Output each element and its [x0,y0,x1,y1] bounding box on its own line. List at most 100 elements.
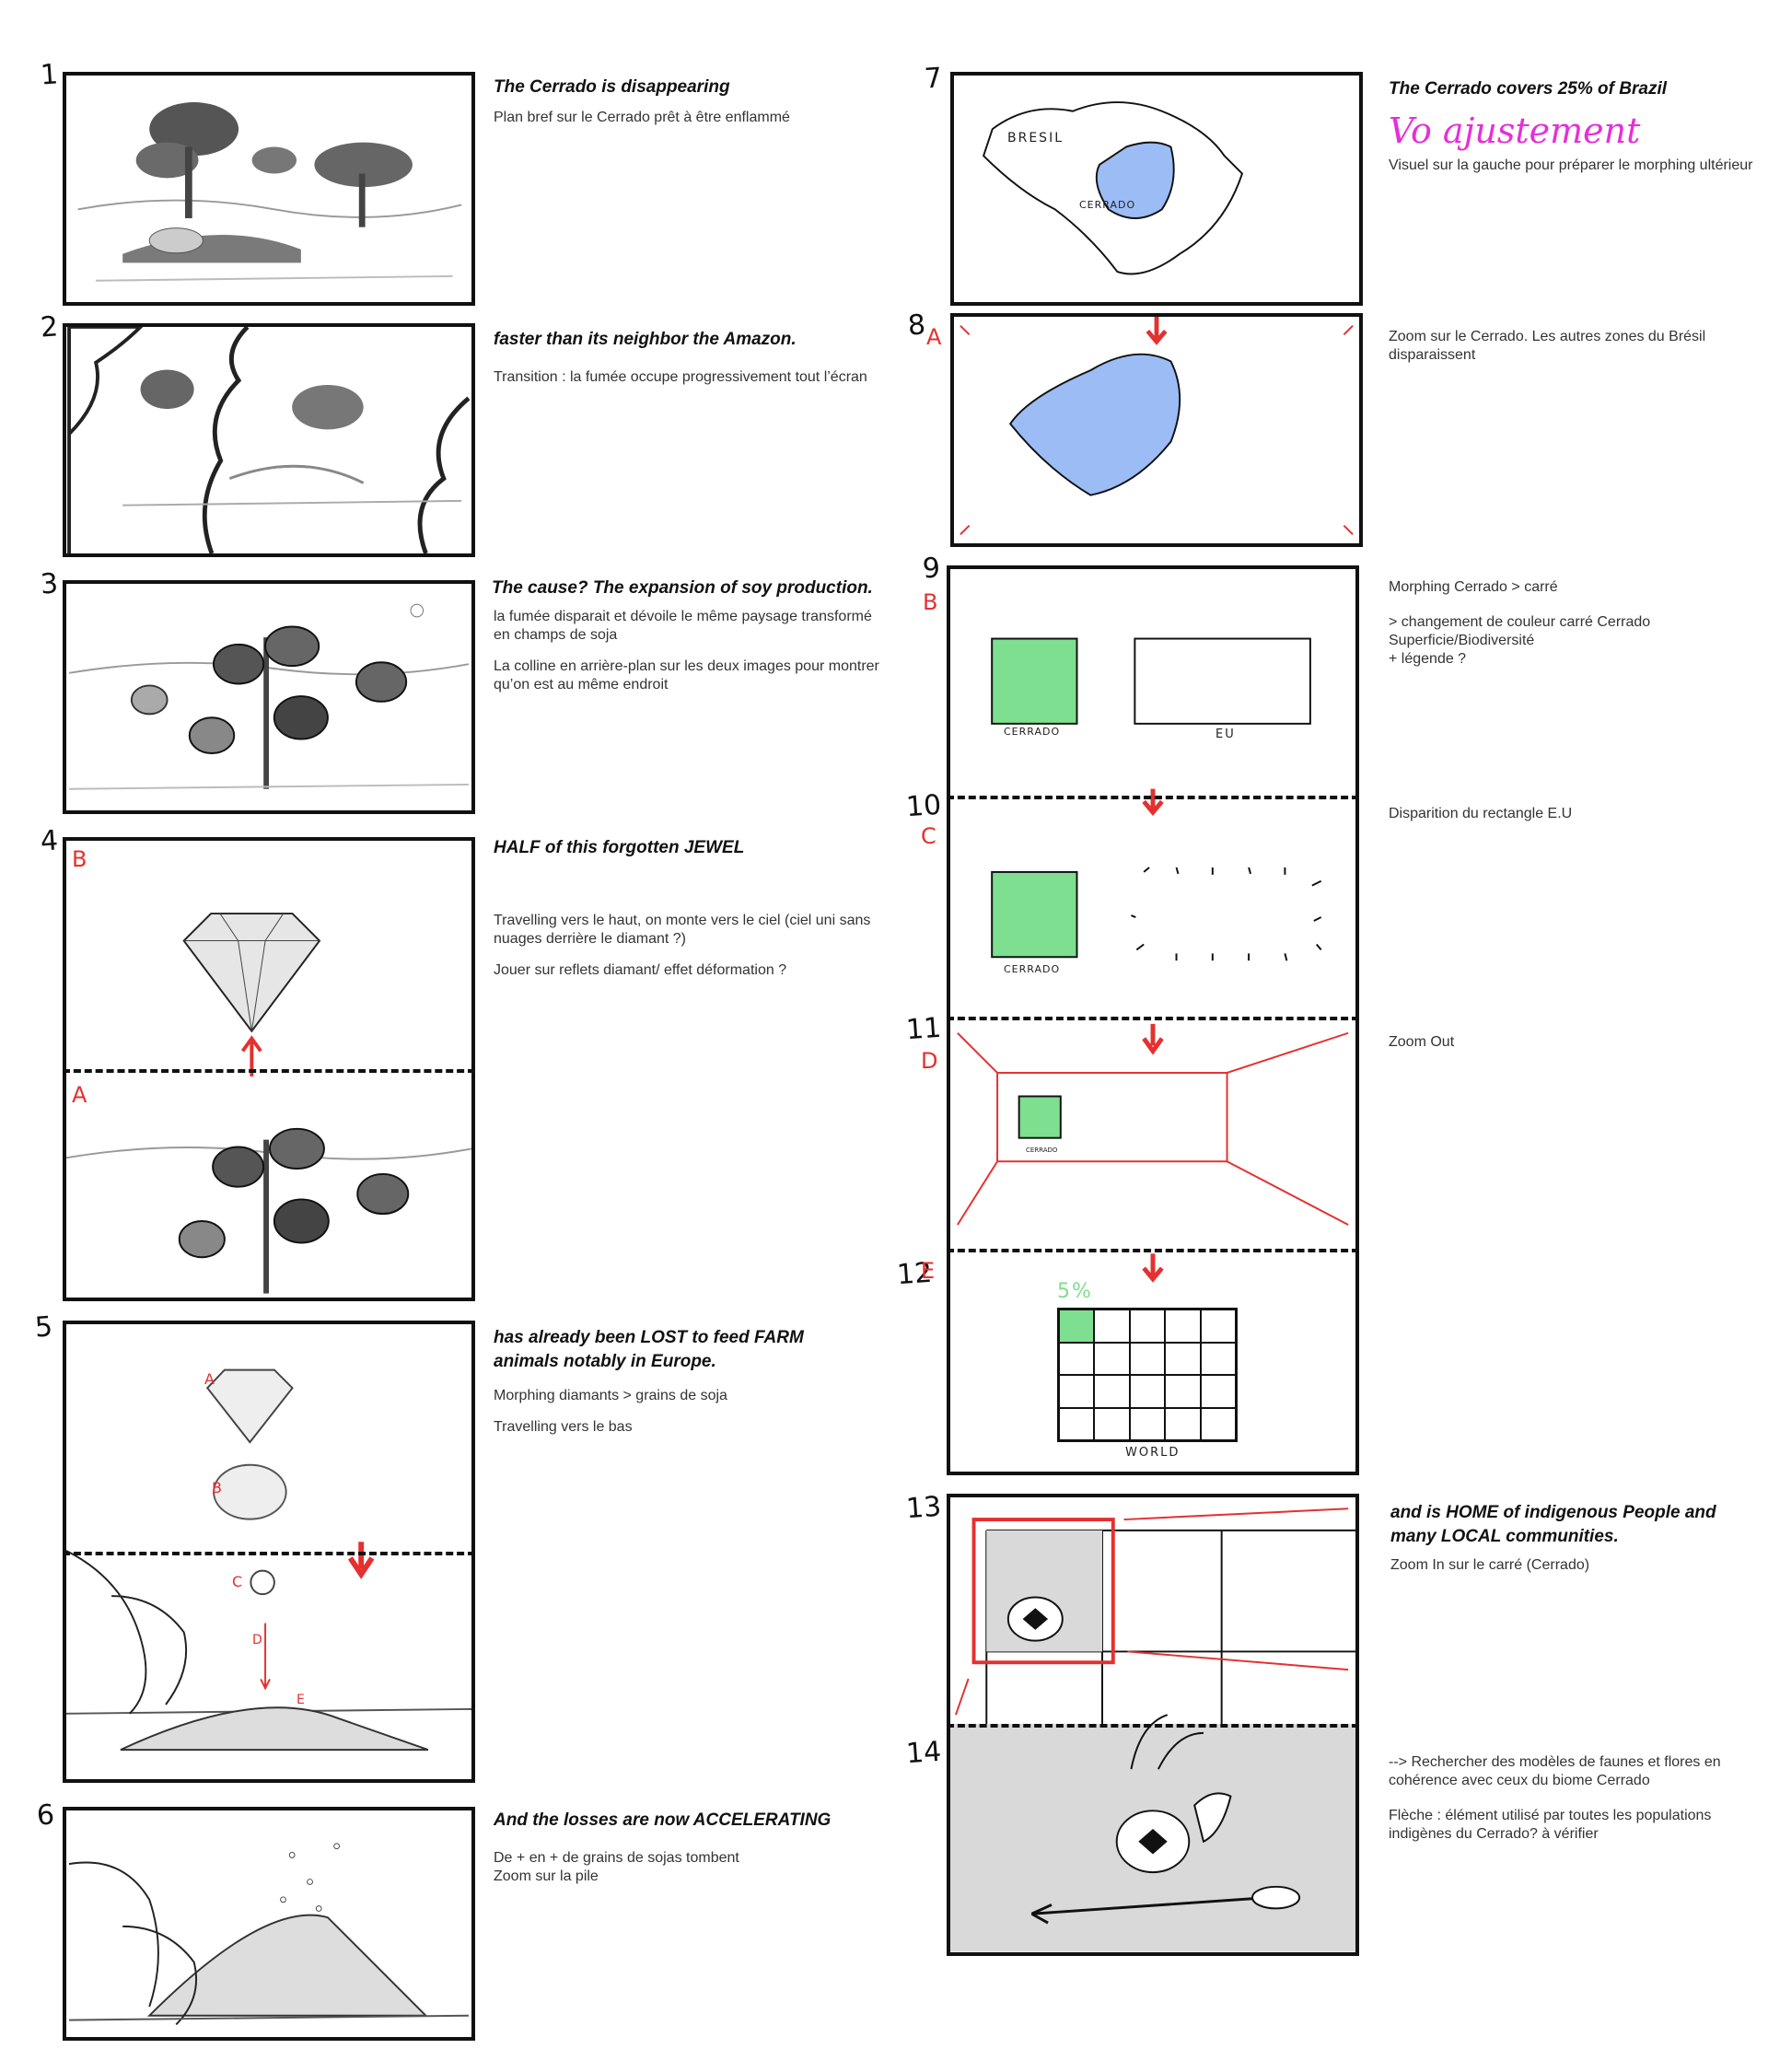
grid-cell [1165,1375,1201,1408]
grid-cell [1165,1310,1201,1343]
soy-pile-sketch [68,1843,469,2026]
cerrado-square-label: CERRADO [1004,726,1061,738]
storyboard-panel [950,313,1363,547]
scene-note: De + en + de grains de sojas tombent Zoo… [494,1850,739,1884]
cerrado-zoom-map [960,317,1354,535]
diamond-to-soy-sketch [66,1368,471,1752]
world-percent: 5% [1057,1280,1093,1303]
scene-title: The cause? The expansion of soy producti… [492,578,873,598]
grid-cell-cerrado [1059,1310,1095,1343]
scene-3-text: The cause? The expansion of soy producti… [492,576,888,694]
scene-note: Zoom In sur le carré (Cerrado) [1390,1557,1590,1573]
grid-cell [1094,1407,1130,1440]
shot-letter: A [72,1082,87,1108]
shot-letter: D [921,1048,938,1074]
cerrado-landscape-sketch [77,102,462,282]
scene-4-text: HALF of this forgotten JEWEL Travelling … [494,836,880,980]
shot-divider [947,1017,1359,1020]
scene-note: > changement de couleur carré Cerrado Su… [1389,614,1651,667]
world-grid [1057,1308,1238,1442]
scene-title: And the losses are now ACCELERATING [494,1810,832,1830]
scene-number: 5 [33,1310,54,1344]
scene-7-text: The Cerrado covers 25% of Brazil Vo ajus… [1389,77,1757,175]
cerrado-square-label: CERRADO [1026,1147,1058,1154]
morphing-comparison-sketch [957,637,1349,1283]
scene-note: Morphing Cerrado > carré [1389,579,1558,595]
grid-cell [1165,1407,1201,1440]
shot-letter: E [921,1258,936,1284]
grid-cell [1129,1375,1166,1408]
scene-note: Travelling vers le haut, on monte vers l… [494,913,871,947]
scene-2-text: faster than its neighbor the Amazon. Tra… [494,328,880,387]
scene-6-text: And the losses are now ACCELERATING De +… [494,1809,880,1886]
grid-cell [1094,1342,1130,1375]
scene-note: Zoom Out [1389,1034,1455,1050]
grid-cell [1094,1375,1130,1408]
scene-number: 1 [39,58,60,92]
grid-cell [1059,1342,1095,1375]
storyboard-panel: CERRADO EU CERRADO CERRADO 5% WORLD [947,565,1359,1475]
shot-divider [947,1724,1359,1728]
arrow-drawing [1031,1894,1295,1915]
diamond-travelling-sketch [66,913,471,1294]
scene-number: 11 [904,1011,943,1047]
scene-9-text: Morphing Cerrado > carré > changement de… [1389,578,1757,669]
scene-5-text: has already been LOST to feed FARM anima… [494,1326,862,1437]
scene-8-text: Zoom sur le Cerrado. Les autres zones du… [1389,328,1757,365]
cerrado-square-label: CERRADO [1004,963,1061,975]
zoom-in-sketch [950,1507,1355,1952]
shot-divider [63,1552,475,1555]
scene-number: 10 [904,788,943,824]
vo-adjustment-note: Vo ajustement [1389,111,1641,151]
shot-divider [947,1249,1359,1252]
scene-note: Disparition du rectangle E.U [1389,806,1573,821]
grid-cell [1200,1375,1236,1408]
grid-cell [1059,1375,1095,1408]
shot-letter: B [212,1479,222,1496]
map-label-cerrado: CERRADO [1079,199,1136,211]
scene-note: Flèche : élément utilisé par toutes les … [1389,1808,1712,1842]
smoke-transition-sketch [67,327,471,553]
shot-letter: D [252,1633,262,1647]
scene-number: 14 [904,1735,943,1771]
cerrado-region [1095,141,1175,219]
scene-number: 2 [39,310,60,344]
grid-cell [1129,1310,1166,1343]
scene-number: 4 [39,824,60,858]
eu-rectangle-label: EU [1216,728,1236,741]
scene-title: and is HOME of indigenous People and man… [1390,1503,1716,1546]
storyboard-panel [63,72,475,306]
grid-cell [1059,1407,1095,1440]
brazil-map [983,101,1244,275]
scene-number: 9 [921,552,942,586]
grid-cell [1200,1342,1236,1375]
map-label-bresil: BRESIL [1007,131,1064,146]
scene-number: 7 [923,62,944,96]
scene-11-text: Zoom Out [1389,1033,1757,1052]
scene-title: The Cerrado is disappearing [494,77,730,97]
scene-note: Visuel sur la gauche pour préparer le mo… [1389,157,1753,173]
storyboard-panel [63,323,475,557]
scene-note: Transition : la fumée occupe progressive… [494,369,867,385]
scene-number: 3 [39,567,60,601]
scene-note: Zoom sur le Cerrado. Les autres zones du… [1389,329,1706,363]
storyboard-panel [63,580,475,814]
world-label: WORLD [1125,1446,1181,1460]
scene-10-text: Disparition du rectangle E.U [1389,805,1757,823]
scene-number: 6 [35,1798,56,1833]
scene-title: HALF of this forgotten JEWEL [494,838,745,857]
shot-letter: B [72,846,87,872]
grid-cell [1200,1310,1236,1343]
vanished-eu-outline [1131,867,1322,961]
scene-1-text: The Cerrado is disappearing Plan bref su… [494,76,880,127]
shot-letter: C [232,1573,243,1590]
scene-note: --> Rechercher des modèles de faunes et … [1389,1754,1721,1788]
scene-number: 8 [906,308,927,343]
scene-title: faster than its neighbor the Amazon. [494,330,797,349]
bird-drawing [1193,1792,1232,1844]
scene-note: Morphing diamants > grains de soja [494,1388,727,1403]
shot-divider [947,796,1359,799]
shot-letter: B [923,589,938,615]
shot-letter: A [204,1370,215,1388]
storyboard-panel [63,1807,475,2041]
